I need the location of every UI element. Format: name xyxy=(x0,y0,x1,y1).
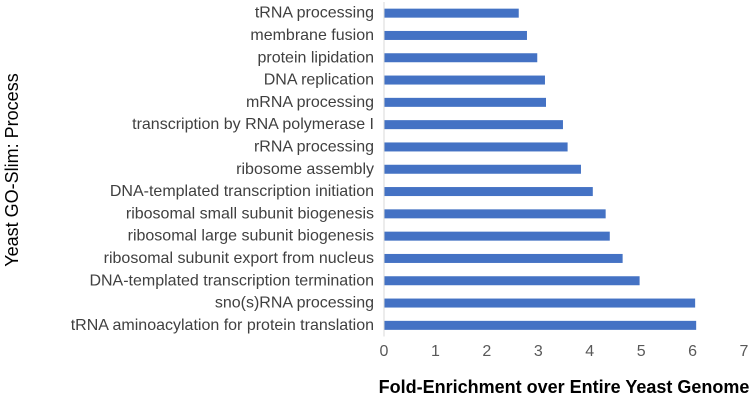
bar xyxy=(384,187,593,197)
category-label: rRNA processing xyxy=(254,138,374,155)
category-label: mRNA processing xyxy=(246,94,374,111)
x-tick-label: 7 xyxy=(740,343,749,360)
y-axis-label: Yeast GO-Slim: Process xyxy=(2,73,22,266)
category-label: tRNA processing xyxy=(255,5,374,22)
bar xyxy=(384,53,538,63)
category-label: transcription by RNA polymerase I xyxy=(132,116,374,133)
bar xyxy=(384,120,563,130)
bar xyxy=(384,97,546,107)
bar xyxy=(384,30,527,40)
bar xyxy=(384,142,568,152)
category-label: DNA-templated transcription termination xyxy=(89,272,374,289)
category-label: ribosomal subunit export from nucleus xyxy=(104,250,374,267)
x-tick-label: 6 xyxy=(688,343,697,360)
bar xyxy=(384,298,696,308)
x-tick-label: 2 xyxy=(482,343,491,360)
category-label: DNA replication xyxy=(264,72,374,89)
bar xyxy=(384,75,545,85)
bar xyxy=(384,231,610,241)
x-axis-label: Fold-Enrichment over Entire Yeast Genome xyxy=(379,377,750,397)
bar xyxy=(384,164,581,174)
bar xyxy=(384,8,519,18)
bar xyxy=(384,276,640,286)
x-tick-label: 3 xyxy=(534,343,543,360)
category-label: tRNA aminoacylation for protein translat… xyxy=(71,317,374,334)
category-label: ribosomal small subunit biogenesis xyxy=(126,205,374,222)
category-label: DNA-templated transcription initiation xyxy=(110,183,374,200)
x-tick-label: 5 xyxy=(637,343,646,360)
category-label: ribosome assembly xyxy=(236,161,374,178)
bar xyxy=(384,253,623,263)
bars-group xyxy=(384,8,697,330)
category-label: membrane fusion xyxy=(250,27,374,44)
category-label: ribosomal large subunit biogenesis xyxy=(128,228,374,245)
bar xyxy=(384,320,697,330)
x-tick-label: 0 xyxy=(380,343,389,360)
x-tick-labels-group: 0 1 2 3 4 5 6 7 xyxy=(380,343,749,360)
category-label: sno(s)RNA processing xyxy=(215,295,374,312)
category-label: protein lipidation xyxy=(257,49,374,66)
x-tick-label: 1 xyxy=(431,343,440,360)
bar xyxy=(384,209,606,219)
category-labels-group: tRNA processing membrane fusion protein li… xyxy=(71,5,374,334)
x-tick-label: 4 xyxy=(585,343,594,360)
